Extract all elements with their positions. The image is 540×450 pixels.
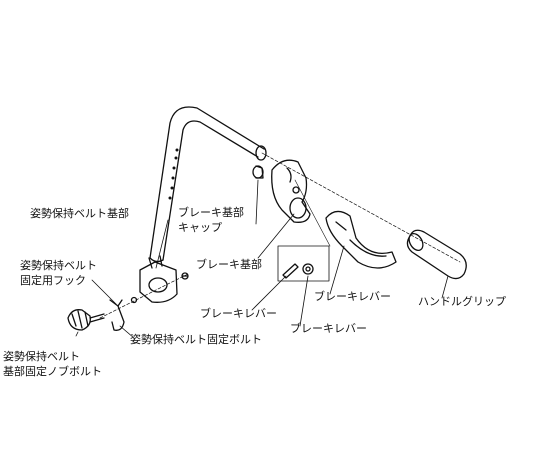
label-handle-grip: ハンドルグリップ [418,295,506,308]
posture-belt-hook [109,296,138,331]
posture-belt-knob-bolt [67,309,105,331]
brake-lever-parts-box [277,245,330,282]
handle-frame-tube [149,106,267,263]
assembly-axis-line [99,152,461,319]
label-posture-belt-knob-bolt: 姿勢保持ベルト 基部固定ノブボルト [3,350,102,378]
brake-base [271,159,311,223]
label-brake-base: ブレーキ基部 [196,258,262,271]
label-brake-lever: ブレーキレバー [314,290,391,303]
label-brake-lever-washer: ブレーキレバー [290,322,367,335]
label-posture-belt-hook: 姿勢保持ベルト 固定用フック [20,259,97,287]
tube-adjustment-holes [168,148,179,200]
posture-belt-base [139,255,178,303]
label-brake-lever-pin: ブレーキレバー [200,307,277,320]
brake-lever-pin [282,263,299,279]
leader-lines [75,179,449,339]
brake-base-cap [252,165,264,179]
label-posture-belt-bolt: 姿勢保持ベルト固定ボルト [130,333,262,346]
posture-belt-fixing-bolt [181,272,189,280]
label-brake-base-cap: ブレーキ基部 キャップ [178,206,244,234]
brake-lever [325,210,397,269]
brake-lever-washer [302,263,314,275]
label-posture-belt-base: 姿勢保持ベルト基部 [30,207,129,220]
handle-grip [406,229,467,280]
